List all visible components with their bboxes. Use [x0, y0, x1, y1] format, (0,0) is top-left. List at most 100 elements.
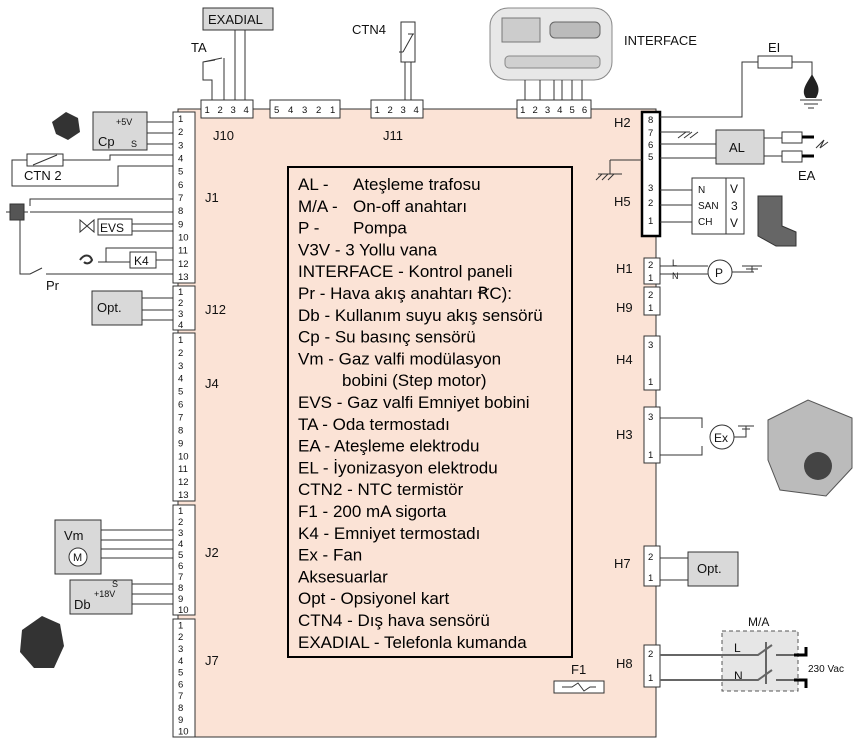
- pin-j1-7: 7: [178, 193, 183, 204]
- pin-j7-3: 3: [178, 644, 183, 655]
- pin-j1-3: 3: [178, 140, 183, 151]
- pin-j11-3: 3: [401, 105, 406, 116]
- evs-label: EVS: [100, 221, 124, 235]
- pin-h9-2: 2: [648, 290, 653, 301]
- pr-wires: [19, 198, 173, 275]
- legend-code-16: K4 - Emniyet termostadı: [298, 524, 480, 543]
- pin-h7-2: 2: [648, 552, 653, 563]
- pin-h7-1: 1: [648, 573, 653, 584]
- legend-desc-1: On-off anahtarı: [353, 197, 467, 216]
- legend-code-18: Aksesuarlar: [298, 567, 388, 586]
- evs-box: [97, 218, 133, 236]
- connector-h2-label: H2: [614, 115, 631, 130]
- legend-code-2: P -: [298, 219, 319, 238]
- interface-keys: [504, 55, 601, 69]
- pin-h3-1: 1: [648, 450, 653, 461]
- pin-j4-9: 9: [178, 438, 183, 449]
- interface-wires: [524, 80, 583, 100]
- legend-code-13: EL - İyonizasyon elektrodu: [298, 458, 498, 477]
- ctn4-label: CTN4: [352, 22, 386, 37]
- connector-j2-label: J2: [205, 545, 219, 560]
- v3v-picture: [757, 195, 797, 247]
- pin-j7-8: 8: [178, 703, 183, 714]
- fan-wires: [660, 417, 754, 456]
- pin-j10-2: 2: [218, 105, 223, 116]
- legend-code-15: F1 - 200 mA sigorta: [298, 502, 447, 521]
- pin-jint-3: 3: [545, 105, 550, 116]
- mains-terminals: [794, 647, 808, 688]
- k4-wires: [98, 247, 173, 263]
- legend-desc-9: bobini (Step motor): [342, 371, 487, 390]
- ctn4-wires: [404, 62, 412, 100]
- k4-label: K4: [134, 254, 149, 268]
- pin-j1-1: 1: [178, 114, 183, 125]
- fan-picture-rotor: [804, 452, 832, 480]
- flame-icon: [803, 74, 819, 98]
- ma-n-label: N: [734, 669, 743, 683]
- v3v-3-label: 3: [731, 199, 738, 213]
- v3v-n-label: N: [698, 185, 705, 196]
- connector-j10-label: J10: [213, 128, 234, 143]
- pin-j12-1: 1: [178, 287, 183, 298]
- connector-h1: [643, 257, 661, 285]
- db-box: [69, 579, 133, 615]
- ta-label: TA: [191, 40, 207, 55]
- legend-code-1: M/A -: [298, 197, 338, 216]
- legend-code-14: CTN2 - NTC termistör: [298, 480, 464, 499]
- pin-j2-4: 4: [178, 539, 183, 550]
- cp-s-label: S: [131, 139, 137, 149]
- pin-j11-1: 1: [375, 105, 380, 116]
- legend-code-5: Pr - Hava akış anahtarı ꞦC):: [298, 284, 512, 303]
- pin-j2-5: 5: [178, 550, 183, 561]
- pin-jint-6: 6: [582, 105, 587, 116]
- ctn2-symbol: [32, 154, 58, 166]
- pin-h8-2: 2: [648, 649, 653, 660]
- ea-electrode-a: [781, 131, 803, 144]
- vm-motor-symbol: [68, 547, 88, 567]
- ea-leads: [802, 135, 814, 158]
- pin-j4-5: 5: [178, 387, 183, 398]
- interface-label: INTERFACE: [624, 33, 697, 48]
- interface-buttons: [549, 21, 601, 39]
- fuse-f1: [553, 680, 605, 694]
- connector-j7: [172, 618, 196, 738]
- exadial-wires: [234, 30, 246, 100]
- pin-j1-8: 8: [178, 206, 183, 217]
- k4-picture: [79, 254, 94, 265]
- pin-jmid-5: 5: [274, 105, 279, 116]
- connector-j11: [370, 99, 424, 119]
- db-label: Db: [74, 597, 91, 612]
- pump-n-label: N: [672, 271, 679, 281]
- pin-h2-5: 5: [648, 152, 653, 163]
- db-wires: [132, 583, 173, 605]
- pin-j1-5: 5: [178, 167, 183, 178]
- pin-j4-13: 13: [178, 490, 189, 501]
- ctn2-wires: [11, 154, 173, 187]
- interface-display: [501, 17, 541, 43]
- evs-valve-symbol: [79, 218, 95, 234]
- legend-code-17: Ex - Fan: [298, 546, 362, 565]
- pin-h1-2: 2: [648, 260, 653, 271]
- connector-h7-label: H7: [614, 556, 631, 571]
- connector-h9-label: H9: [616, 300, 633, 315]
- vm-label: Vm: [64, 528, 84, 543]
- al-label: AL: [729, 140, 745, 155]
- ma-label: M/A: [748, 615, 769, 629]
- legend-code-10: EVS - Gaz valfi Emniyet bobini: [298, 393, 529, 412]
- pin-j2-10: 10: [178, 605, 189, 616]
- pin-j10-4: 4: [244, 105, 249, 116]
- pin-h2-7: 7: [648, 128, 653, 139]
- legend-code-8: Vm - Gaz valfi modülasyon: [298, 349, 501, 368]
- legend-desc-0: Ateşleme trafosu: [353, 175, 481, 194]
- connector-j12: [172, 285, 196, 331]
- pin-j1-12: 12: [178, 259, 189, 270]
- connector-j10: [200, 99, 254, 119]
- legend-code-0: AL -: [298, 175, 329, 194]
- connector-j7-label: J7: [205, 653, 219, 668]
- pin-j1-2: 2: [178, 127, 183, 138]
- pin-h9-1: 1: [648, 303, 653, 314]
- ma-wires: [660, 642, 800, 684]
- pin-j4-7: 7: [178, 413, 183, 424]
- legend-code-3: V3V - 3 Yollu vana: [298, 240, 437, 259]
- pin-j4-6: 6: [178, 400, 183, 411]
